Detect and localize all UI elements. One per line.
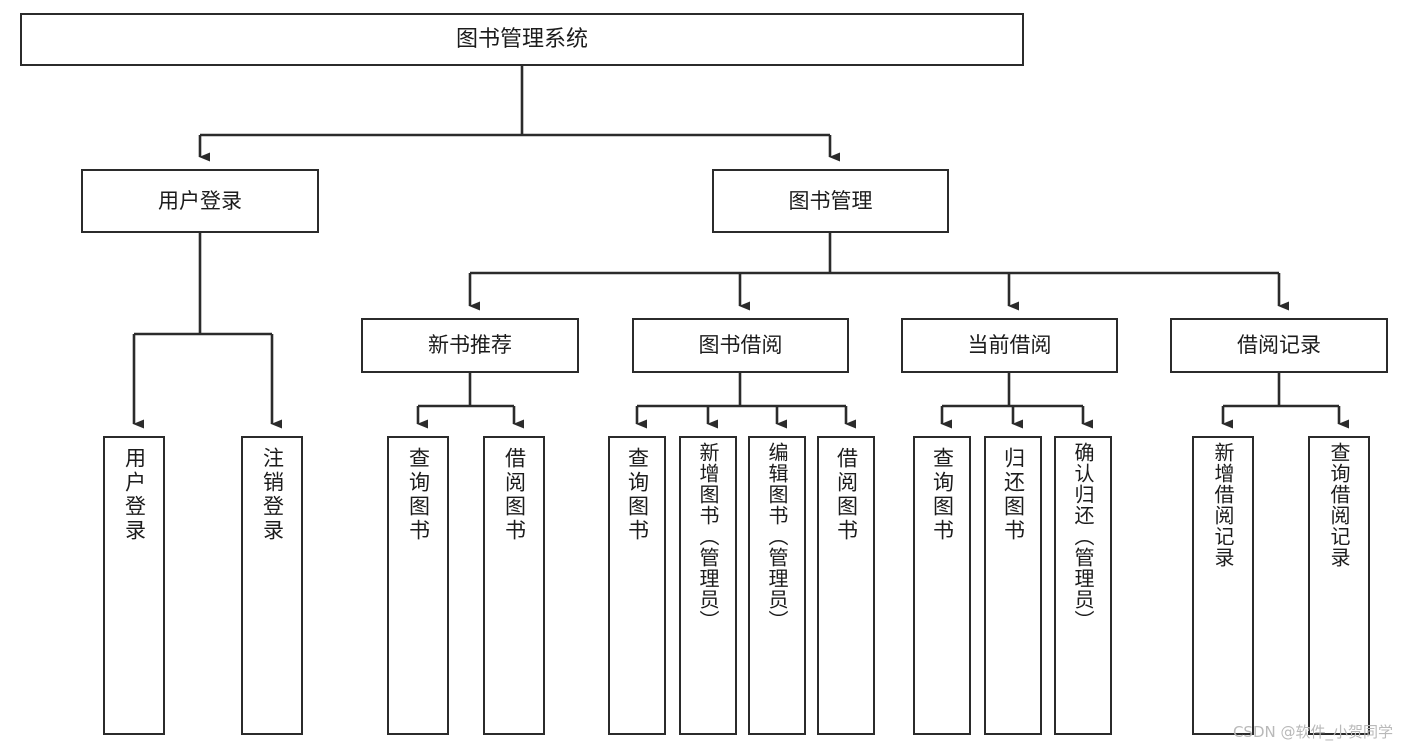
node-leaf-query-book-recommend-label: 查询图书 [406, 447, 431, 543]
node-leaf-add-borrow-record[interactable]: 新增借阅记录 [1192, 436, 1254, 735]
node-book-borrow[interactable]: 图书借阅 [632, 318, 849, 373]
node-leaf-add-book[interactable]: 新增图书（管理员） [679, 436, 737, 735]
node-current-borrow[interactable]: 当前借阅 [901, 318, 1118, 373]
node-new-book-recommend[interactable]: 新书推荐 [361, 318, 579, 373]
node-leaf-edit-book[interactable]: 编辑图书（管理员） [748, 436, 806, 735]
node-new-book-recommend-label: 新书推荐 [428, 333, 512, 358]
node-leaf-query-book-borrow-label: 查询图书 [625, 447, 650, 543]
node-leaf-query-book-recommend[interactable]: 查询图书 [387, 436, 449, 735]
node-book-borrow-label: 图书借阅 [698, 333, 783, 358]
node-leaf-borrow-book-recommend[interactable]: 借阅图书 [483, 436, 545, 735]
node-leaf-return-book[interactable]: 归还图书 [984, 436, 1042, 735]
node-leaf-confirm-return-label: 确认归还（管理员） [1071, 442, 1095, 631]
node-leaf-query-book-current[interactable]: 查询图书 [913, 436, 971, 735]
node-leaf-borrow-book-label: 借阅图书 [834, 447, 859, 543]
csdn-watermark: CSDN @软件_小贺同学 [1232, 723, 1393, 741]
node-borrow-record[interactable]: 借阅记录 [1170, 318, 1388, 373]
node-leaf-add-book-label: 新增图书（管理员） [696, 442, 720, 631]
node-root-label: 图书管理系统 [455, 26, 588, 52]
node-leaf-user-login-label: 用户登录 [122, 447, 147, 543]
node-leaf-query-borrow-record-label: 查询借阅记录 [1327, 442, 1351, 568]
node-leaf-query-book-borrow[interactable]: 查询图书 [608, 436, 666, 735]
node-leaf-user-login[interactable]: 用户登录 [103, 436, 165, 735]
node-leaf-borrow-book-recommend-label: 借阅图书 [502, 447, 527, 543]
node-current-borrow-label: 当前借阅 [967, 333, 1052, 358]
node-leaf-query-book-current-label: 查询图书 [930, 447, 955, 543]
node-book-manage[interactable]: 图书管理 [712, 169, 949, 233]
node-leaf-add-borrow-record-label: 新增借阅记录 [1211, 442, 1235, 568]
node-user-login-label: 用户登录 [158, 188, 242, 213]
node-user-login[interactable]: 用户登录 [81, 169, 319, 233]
node-root[interactable]: 图书管理系统 [20, 13, 1024, 66]
node-leaf-query-borrow-record[interactable]: 查询借阅记录 [1308, 436, 1370, 735]
node-leaf-edit-book-label: 编辑图书（管理员） [765, 442, 789, 631]
node-leaf-confirm-return[interactable]: 确认归还（管理员） [1054, 436, 1112, 735]
node-book-manage-label: 图书管理 [788, 188, 873, 213]
node-leaf-borrow-book[interactable]: 借阅图书 [817, 436, 875, 735]
node-leaf-user-logout[interactable]: 注销登录 [241, 436, 303, 735]
node-borrow-record-label: 借阅记录 [1237, 333, 1321, 358]
node-leaf-user-logout-label: 注销登录 [260, 447, 285, 543]
node-leaf-return-book-label: 归还图书 [1001, 447, 1026, 543]
